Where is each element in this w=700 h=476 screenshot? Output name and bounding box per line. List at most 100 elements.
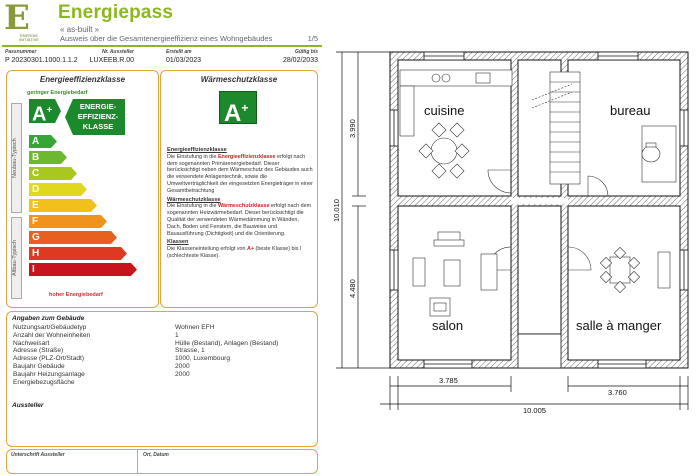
row-value: 2000 (175, 370, 190, 378)
row-value: 1 (175, 331, 179, 339)
label-passnummer: Passnummer (5, 49, 37, 55)
high-demand-label: hoher Energiebedarf (49, 292, 103, 298)
label-aussteller: Nr. Aussteller (101, 49, 134, 55)
staircase (531, 71, 581, 185)
badge-letter: A (224, 100, 242, 127)
page-subtitle: « as-built » (60, 25, 100, 34)
living-furniture (412, 231, 498, 317)
dim-left-top: 3.990 (348, 119, 357, 138)
value-gueltig: 28/02/2033 (282, 57, 318, 64)
dim-bottom-total: 10.005 (523, 406, 546, 415)
low-demand-label: geringer Energiebedarf (27, 90, 88, 96)
row-key: Energiebezugsfläche (13, 378, 75, 386)
floor-plan-drawing: cuisine bureau salon salle à manger 3.99… (332, 51, 689, 415)
building-data-title: Angaben zum Gebäude (12, 315, 85, 322)
explanation-post: erfolgt nach dem sogenannten Primärenerg… (167, 153, 313, 194)
building-data-row: Nutzungsart/Gebäudetyp Wohnen EFH (13, 324, 313, 332)
header-divider (2, 45, 322, 47)
label-gueltig: Gültig bis (294, 49, 318, 55)
energie-logo: E ENERGIE INITIATIVE (4, 0, 40, 44)
insulation-class-panel: Wärmeschutzklasse A+ Energieeffizienzkla… (160, 70, 318, 308)
row-key: Baujahr Heizungsanlage (13, 370, 85, 378)
efficiency-bar-e: E (29, 199, 97, 212)
dining-furniture (599, 246, 671, 294)
row-value: Strasse, 1 (175, 347, 205, 355)
explanation-heading: Energieeffizienzklasse (167, 147, 227, 153)
room-label-salon: salon (432, 318, 463, 333)
room-label-salle: salle à manger (576, 318, 662, 333)
row-key: Nachweisart (13, 339, 50, 347)
row-key: Nutzungsart/Gebäudetyp (13, 324, 87, 331)
efficiency-bar-h: H (29, 247, 127, 260)
building-data-panel: Angaben zum Gebäude Nutzungsart/Gebäudet… (6, 311, 318, 447)
logo-text: ENERGIE INITIATIVE (19, 33, 39, 42)
row-value: Wohnen EFH (175, 324, 215, 331)
explanation-red: Wärmeschutzklasse (217, 203, 270, 210)
bar-letter: E (32, 200, 39, 211)
explanation-red: A+ (247, 246, 255, 253)
bar-plus: + (46, 105, 53, 116)
bar-letter: A (32, 136, 40, 147)
insulation-class-badge: A+ (219, 91, 257, 127)
row-key: Anzahl der Wohneinheiten (13, 331, 91, 339)
value-erstellt: 01/03/2023 (166, 57, 202, 64)
signature-divider (137, 450, 138, 473)
efficiency-class-tag: ENERGIE- EFFIZIENZ- KLASSE (65, 99, 125, 135)
row-key: Adresse (Straße) (13, 347, 64, 355)
page-description: Ausweis über die Gesamtenergieeffizienz … (60, 34, 322, 43)
pass-info-labels: Passnummer Nr. Aussteller Erstellt am Gü… (2, 49, 322, 57)
explanation-post: erfolgt nach dem sogenannten Heizwärmebe… (167, 203, 312, 237)
aussteller-title: Aussteller (12, 402, 44, 409)
logo-letter: E (4, 0, 30, 38)
side-label-old: Altbau-Typisch (11, 217, 22, 299)
efficiency-bar-g: G (29, 231, 117, 244)
bar-letter: G (32, 232, 40, 243)
signature-label: Unterschrift Aussteller (11, 452, 65, 458)
label-erstellt: Erstellt am (166, 49, 192, 55)
windows (389, 51, 689, 369)
doors (487, 169, 609, 271)
bar-letter: C (32, 168, 40, 179)
row-key: Adresse (PLZ-Ort/Stadt) (13, 355, 85, 363)
building-data-row: Adresse (PLZ-Ort/Stadt)1000, Luxembourg (13, 355, 313, 363)
signature-panel: Unterschrift Aussteller Ort, Datum (6, 449, 318, 474)
explanation-text: Die Einstufung in die Wärmeschutzklasse … (167, 203, 313, 237)
dim-left-total: 10.010 (332, 199, 341, 222)
efficiency-title: Energieeffizienzklasse (39, 75, 126, 84)
explanation-pre: Die Einstufung in die (167, 153, 218, 160)
explanation-heading: Wärmeschutzklasse (167, 196, 221, 203)
side-label-new: Neubau-Typisch (11, 103, 22, 213)
value-aussteller: LUXEEB.R.00 (89, 57, 134, 64)
row-value: 2000 (175, 362, 190, 370)
pass-info-values: P 20230301.1000.1.1.2 LUXEEB.R.00 01/03/… (2, 57, 322, 66)
page-title: Energiepass (58, 2, 174, 23)
explanation-heading: Klassen (167, 239, 189, 246)
tag-line-1: ENERGIE- (79, 102, 117, 111)
building-data-row: Adresse (Straße) Strasse, 1 (13, 347, 313, 355)
dim-bottom-right: 3.760 (608, 388, 627, 397)
room-label-cuisine: cuisine (424, 103, 464, 118)
efficiency-bar-i: I (29, 263, 137, 276)
bar-letter: B (32, 152, 40, 163)
badge-class: A+ (224, 94, 248, 128)
bar-letter: F (32, 216, 39, 227)
tag-line-2: EFFIZIENZ- (77, 112, 119, 121)
efficiency-class-panel: Energieeffizienzklasse geringer Energieb… (6, 70, 159, 308)
building-data-row: Energiebezugsfläche (13, 379, 313, 387)
explanation-pre: Die Einstufung in die (167, 203, 218, 210)
dim-bottom-left: 3.785 (439, 376, 458, 385)
explanation-text: Die Klasseneinteilung erfolgt von A+ (be… (167, 246, 313, 260)
insulation-title: Wärmeschutzklasse (200, 75, 278, 84)
efficiency-bar-a: A (29, 135, 57, 148)
explanation-red: Energieeffizienzklasse (217, 153, 276, 160)
page-number: 1/5 (307, 34, 318, 43)
efficiency-bar-c: C (29, 167, 77, 180)
efficiency-bar-a-plus: A+ (29, 99, 61, 123)
walls (389, 51, 689, 369)
place-date-label: Ort, Datum (143, 452, 169, 458)
building-data-row: Anzahl der Wohneinheiten 1 (13, 332, 313, 340)
